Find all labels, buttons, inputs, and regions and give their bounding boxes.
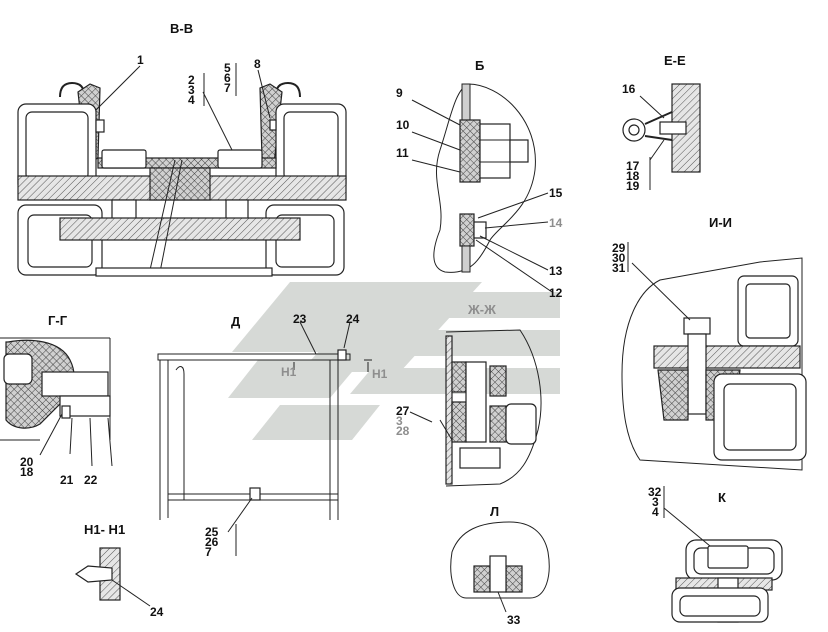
- label-7: 7: [224, 81, 231, 95]
- view-h1-title: H1- H1: [84, 522, 125, 537]
- view-b-title: Б: [475, 58, 484, 73]
- label-19: 19: [626, 179, 640, 193]
- label-3b: 3: [396, 414, 403, 428]
- view-b-drawing: Б 9 10 11 15 14 13 12: [396, 58, 563, 300]
- view-l-title: Л: [490, 504, 499, 519]
- view-zz-drawing: Ж-Ж 27 3 28: [396, 302, 542, 487]
- label-24b: 24: [150, 605, 164, 619]
- view-h1-drawing: H1- H1 24: [74, 522, 164, 619]
- view-ee-title: Е-Е: [664, 53, 686, 68]
- view-l-drawing: Л 33: [450, 504, 550, 627]
- label-21: 21: [60, 473, 74, 487]
- view-zz-title: Ж-Ж: [467, 302, 496, 317]
- label-26: 26: [205, 535, 219, 549]
- view-k-drawing: К 32 3 4: [648, 485, 783, 623]
- label-5: 5: [224, 61, 231, 75]
- view-k-title: К: [718, 490, 726, 505]
- label-20: 20: [20, 455, 34, 469]
- label-22: 22: [84, 473, 98, 487]
- view-ii-drawing: И-И 29 30 31: [612, 215, 807, 471]
- label-9: 9: [396, 86, 403, 100]
- label-25: 25: [205, 525, 219, 539]
- label-10: 10: [396, 118, 410, 132]
- label-18: 18: [626, 169, 640, 183]
- label-24: 24: [346, 312, 360, 326]
- label-3c: 3: [652, 495, 659, 509]
- label-14: 14: [549, 216, 563, 230]
- view-vv-title: В-В: [170, 21, 193, 36]
- label-7b: 7: [205, 545, 212, 559]
- view-d-drawing: Д 23 24 H1 H1 25 26 7: [157, 312, 388, 559]
- label-23: 23: [293, 312, 307, 326]
- label-30: 30: [612, 251, 626, 265]
- label-28: 28: [396, 424, 410, 438]
- view-ii-title: И-И: [709, 215, 732, 230]
- label-3: 3: [188, 83, 195, 97]
- label-31: 31: [612, 261, 626, 275]
- label-15: 15: [549, 186, 563, 200]
- label-8: 8: [254, 57, 261, 71]
- label-12: 12: [549, 286, 563, 300]
- label-27: 27: [396, 404, 410, 418]
- label-33: 33: [507, 613, 521, 627]
- label-17: 17: [626, 159, 640, 173]
- view-gg-drawing: Г-Г 20 18 21 22: [0, 313, 113, 487]
- label-32: 32: [648, 485, 662, 499]
- label-4: 4: [188, 93, 195, 107]
- label-6: 6: [224, 71, 231, 85]
- label-1: 1: [137, 53, 144, 67]
- label-18b: 18: [20, 465, 34, 479]
- label-11: 11: [396, 146, 409, 160]
- label-h1-left: H1: [281, 365, 297, 379]
- label-2: 2: [188, 73, 195, 87]
- view-ee-drawing: Е-Е 16 17 18 19: [622, 53, 701, 193]
- label-16: 16: [622, 82, 636, 96]
- label-h1-right: H1: [372, 367, 388, 381]
- label-13: 13: [549, 264, 563, 278]
- label-29: 29: [612, 241, 626, 255]
- view-d-title: Д: [231, 314, 241, 329]
- view-vv-drawing: В-В 1 2: [17, 21, 347, 277]
- view-gg-title: Г-Г: [48, 313, 68, 328]
- label-4b: 4: [652, 505, 659, 519]
